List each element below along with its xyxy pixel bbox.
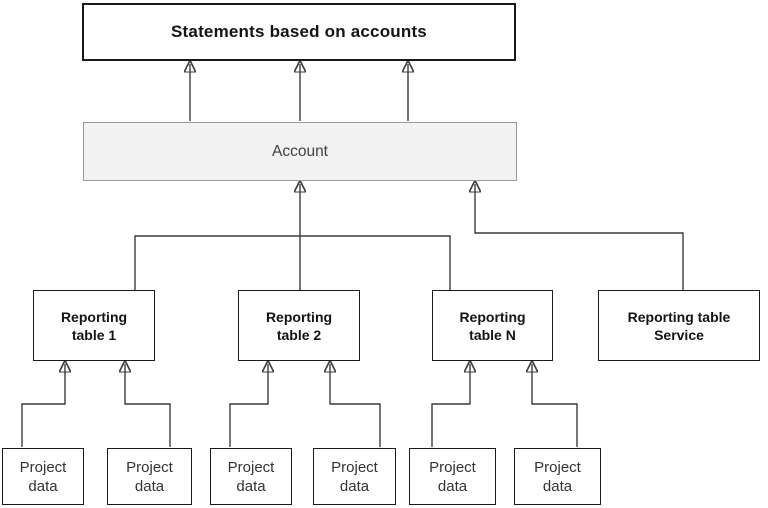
project-data-6-label: Project data [534, 458, 581, 495]
project-data-2-label: Project data [126, 458, 173, 495]
arrow-service-to-account [475, 184, 684, 290]
project-data-1-label: Project data [19, 458, 67, 495]
reporting-table-n-box: Reporting table N [432, 290, 553, 361]
project-data-box-5: Project data [409, 448, 496, 505]
reporting-table-2-label: Reporting table 2 [265, 308, 333, 343]
reporting-table-n-label: Reporting table N [459, 308, 526, 343]
project-data-5-label: Project data [429, 458, 476, 495]
reporting-table-2-box: Reporting table 2 [238, 290, 360, 361]
statements-box-label: Statements based on accounts [171, 22, 427, 41]
arrow-project2-to-table1 [125, 364, 171, 447]
arrow-project5-to-tableN [431, 364, 470, 447]
account-box-label: Account [271, 142, 328, 160]
arrow-project6-to-tableN [532, 364, 578, 447]
account-box: Account [83, 122, 517, 181]
arrow-project3-to-table2 [229, 364, 268, 447]
connector-reporting-bus [134, 235, 451, 290]
reporting-table-1-label: Reporting table 1 [60, 308, 128, 343]
project-data-4-label: Project data [331, 458, 378, 495]
project-data-box-6: Project data [514, 448, 601, 505]
arrow-project4-to-table2 [330, 364, 381, 447]
arrow-project1-to-table1 [21, 364, 65, 447]
project-data-box-2: Project data [107, 448, 192, 505]
statements-box: Statements based on accounts [82, 3, 516, 61]
project-data-box-1: Project data [2, 448, 84, 505]
project-data-box-4: Project data [313, 448, 396, 505]
project-data-3-label: Project data [227, 458, 275, 495]
project-data-box-3: Project data [210, 448, 292, 505]
reporting-table-service-box: Reporting table Service [598, 290, 760, 361]
reporting-table-service-label: Reporting table Service [627, 308, 731, 343]
reporting-table-1-box: Reporting table 1 [33, 290, 155, 361]
